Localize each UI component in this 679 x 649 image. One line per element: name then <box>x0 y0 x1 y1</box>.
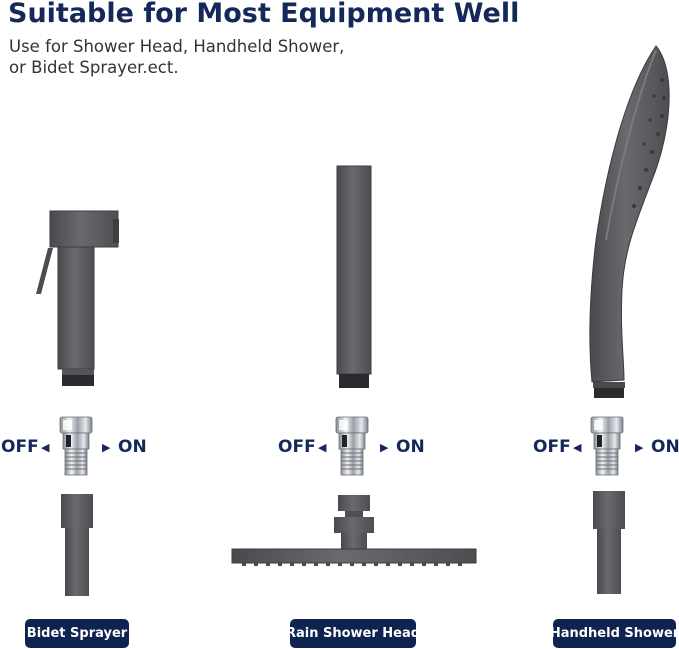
off-label: OFF <box>278 437 316 457</box>
on-label: ON <box>118 437 147 457</box>
page-subtitle: Use for Shower Head, Handheld Shower, or… <box>9 36 344 78</box>
handheld-shower-image <box>589 45 670 594</box>
valve-icon <box>59 416 93 476</box>
subtitle-line-2: or Bidet Sprayer.ect. <box>9 58 179 77</box>
handheld-shower-badge: Handheld Shower <box>550 619 679 648</box>
off-label: OFF <box>1 437 39 457</box>
rain-shower-head-image <box>231 165 477 566</box>
arrow-right-icon: ▶ <box>635 441 644 454</box>
arrow-left-icon: ◀ <box>573 441 582 454</box>
arrow-left-icon: ◀ <box>41 441 50 454</box>
valve-icon <box>335 416 369 476</box>
off-label: OFF <box>533 437 571 457</box>
on-label: ON <box>651 437 679 457</box>
page-title: Suitable for Most Equipment Well <box>8 0 520 29</box>
arrow-left-icon: ◀ <box>318 441 327 454</box>
arrow-right-icon: ▶ <box>102 441 111 454</box>
bidet-sprayer-image <box>36 210 119 596</box>
valve-icon <box>590 416 624 476</box>
on-label: ON <box>396 437 425 457</box>
bidet-sprayer-badge: Bidet Sprayer <box>25 619 129 648</box>
rain-shower-head-badge: Rain Shower Head <box>286 619 420 648</box>
arrow-right-icon: ▶ <box>380 441 389 454</box>
subtitle-line-1: Use for Shower Head, Handheld Shower, <box>9 37 345 56</box>
